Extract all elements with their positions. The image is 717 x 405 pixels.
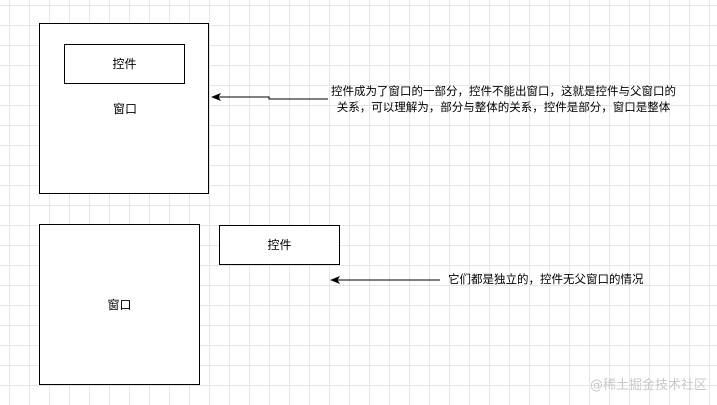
top-window-box: 控件 窗口	[39, 23, 209, 194]
bottom-control-label: 控件	[267, 238, 292, 252]
bottom-relationship-note: 它们都是独立的，控件无父窗口的情况	[448, 272, 644, 286]
bottom-window-box: 窗口	[39, 224, 200, 385]
top-window-label: 窗口	[113, 102, 138, 116]
top-note-line-2: 关系，可以理解为，部分与整体的关系，控件是部分，窗口是整体	[336, 100, 671, 114]
top-note-line-1: 控件成为了窗口的一部分，控件不能出窗口，这就是控件与父窗口的	[331, 84, 676, 98]
bottom-control-box: 控件	[219, 225, 340, 265]
top-child-control-box: 控件	[64, 44, 185, 84]
top-connector-arrow	[211, 93, 328, 101]
watermark: @稀土掘金技术社区	[589, 378, 707, 393]
top-control-label: 控件	[112, 57, 137, 71]
bottom-window-label: 窗口	[107, 297, 132, 312]
top-relationship-note: 控件成为了窗口的一部分，控件不能出窗口，这就是控件与父窗口的 关系，可以理解为，…	[331, 83, 676, 115]
